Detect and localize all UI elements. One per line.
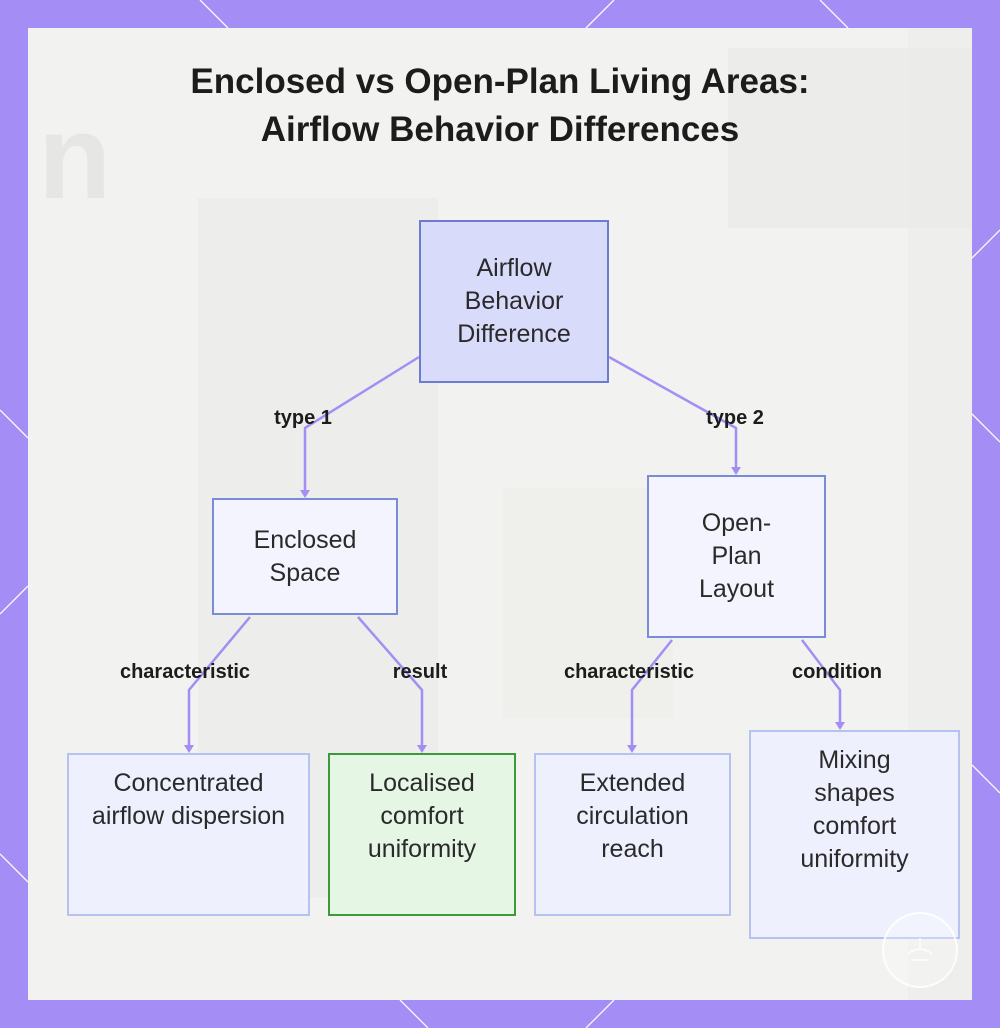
arrowhead: [184, 745, 194, 753]
arrowhead: [300, 490, 310, 498]
node-label: Concentrated airflow dispersion: [91, 769, 286, 830]
connector-root-to-enclosed: [303, 355, 420, 496]
edge-label-condition: condition: [792, 661, 882, 683]
node-label: Extended circulation reach: [576, 769, 689, 863]
node-concentrated-airflow-dispersion: Concentrated airflow dispersion: [67, 753, 310, 916]
node-airflow-behavior-difference: Airflow Behavior Difference: [419, 220, 609, 383]
arrowhead: [731, 467, 741, 475]
node-label: Airflow Behavior Difference: [457, 254, 571, 348]
node-label: Enclosed Space: [253, 525, 357, 587]
node-label: Mixing shapes comfort uniformity: [800, 746, 909, 873]
edge-label-characteristic-left: characteristic: [119, 661, 251, 683]
connector-enclosed-to-localised: [357, 616, 424, 751]
arrowhead: [417, 745, 427, 753]
watermark-badge-icon: [882, 912, 958, 988]
arrowhead: [627, 745, 637, 753]
node-open-plan-layout: Open-Plan Layout: [647, 475, 826, 638]
connector-root-to-open: [608, 355, 738, 473]
node-mixing-shapes-comfort-uniformity: Mixing shapes comfort uniformity: [749, 730, 960, 939]
node-label: Localised comfort uniformity: [367, 769, 477, 863]
node-localised-comfort-uniformity: Localised comfort uniformity: [328, 753, 516, 916]
node-label: Open-Plan Layout: [698, 509, 775, 603]
svg-text:n: n: [38, 90, 111, 224]
edge-label-type-1: type 1: [274, 407, 332, 429]
title-line-2: Airflow Behavior Differences: [260, 110, 740, 149]
title-line-1: Enclosed vs Open-Plan Living Areas:: [190, 62, 810, 101]
node-extended-circulation-reach: Extended circulation reach: [534, 753, 731, 916]
arrowhead: [835, 722, 845, 730]
edge-label-result: result: [392, 661, 448, 683]
connector-open-to-extended: [630, 639, 673, 751]
connector-enclosed-to-concentrated: [187, 616, 251, 751]
edge-label-type-2: type 2: [706, 407, 764, 429]
edge-label-characteristic-right: characteristic: [563, 661, 695, 683]
connector-open-to-mixing: [801, 639, 842, 728]
diagram-title: Enclosed vs Open-Plan Living Areas: Airf…: [0, 58, 1000, 154]
node-enclosed-space: Enclosed Space: [212, 498, 398, 615]
